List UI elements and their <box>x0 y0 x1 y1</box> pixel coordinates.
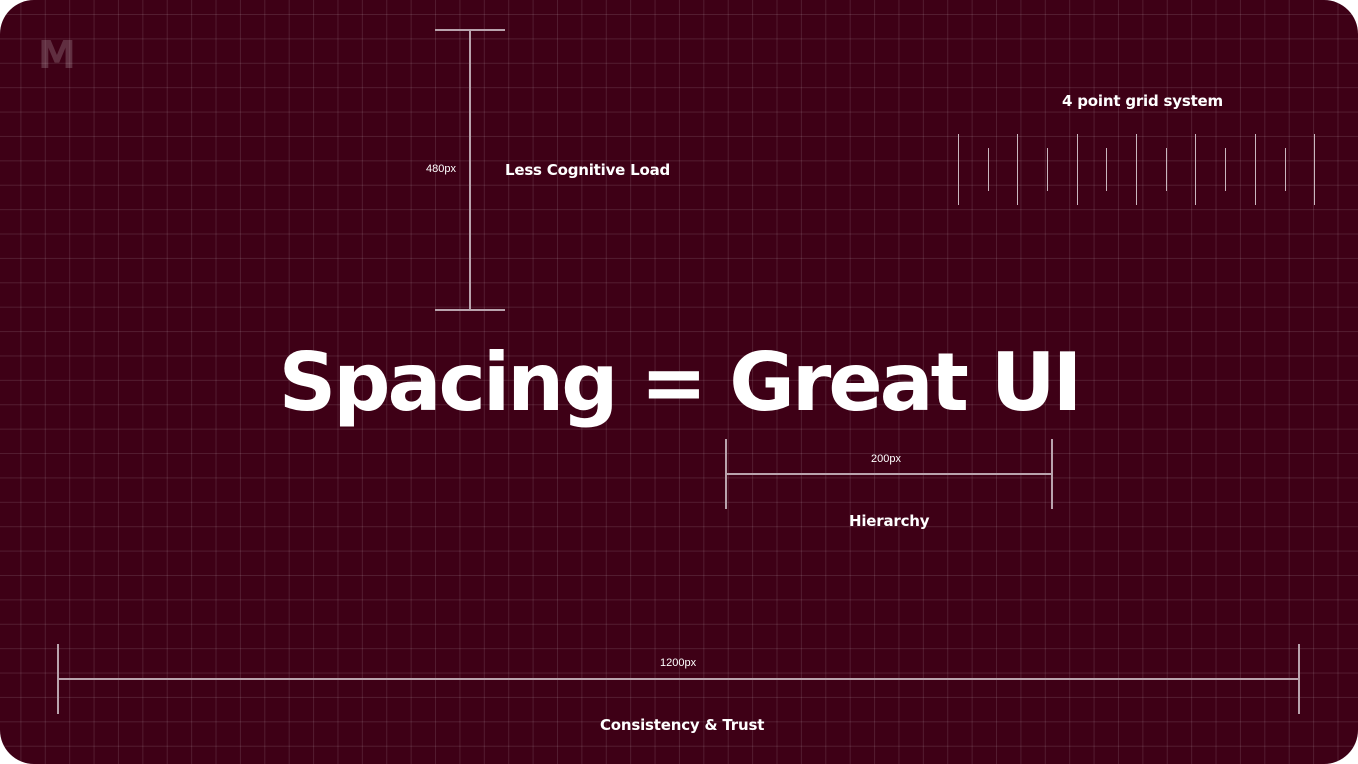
headline: Spacing = Great UI <box>278 336 1083 429</box>
hierarchy-measure-label: Hierarchy <box>849 512 930 530</box>
grid-tick <box>1106 148 1107 191</box>
grid-tick <box>1285 148 1286 191</box>
vertical-measure-label: Less Cognitive Load <box>505 161 671 179</box>
hierarchy-measure-right-cap <box>1051 439 1053 509</box>
grid-tick <box>1136 134 1137 205</box>
hierarchy-measure-bar <box>725 473 1053 475</box>
hierarchy-measure-value: 200px <box>871 453 901 465</box>
vertical-measure-bottom-cap <box>435 309 505 311</box>
grid-tick <box>1225 148 1226 191</box>
bottom-measure-value: 1200px <box>660 657 697 669</box>
grid-tick <box>1077 134 1078 205</box>
vertical-measure-bar <box>469 29 471 311</box>
grid-tick <box>1047 148 1048 191</box>
bottom-measure-label: Consistency & Trust <box>600 716 765 734</box>
grid-tick <box>1255 134 1256 205</box>
grid-tick <box>958 134 959 205</box>
brand-logo-icon: M <box>38 33 76 77</box>
grid-tick <box>1195 134 1196 205</box>
grid-tick <box>988 148 989 191</box>
bottom-measure-bar <box>57 678 1300 680</box>
vertical-measure-value: 480px <box>426 163 456 175</box>
bottom-measure-right-cap <box>1298 644 1300 714</box>
grid-system-label: 4 point grid system <box>1062 92 1223 110</box>
grid-tick <box>1314 134 1315 205</box>
grid-tick <box>1017 134 1018 205</box>
grid-tick <box>1166 148 1167 191</box>
